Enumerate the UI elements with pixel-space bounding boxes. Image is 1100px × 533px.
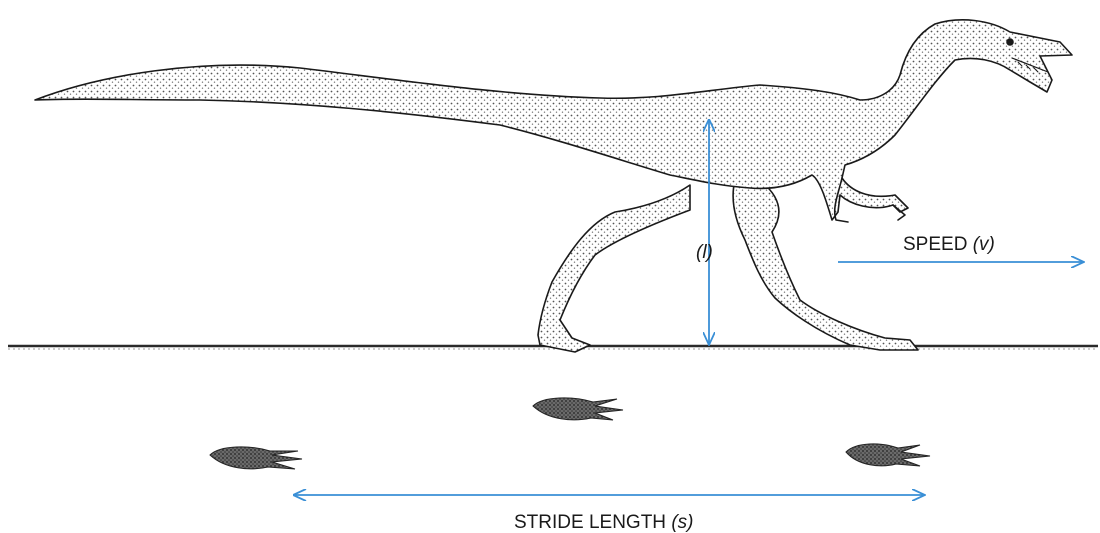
- leg-length-label: (l): [696, 242, 713, 263]
- speed-text: SPEED: [903, 234, 973, 255]
- rear-leg: [538, 185, 690, 352]
- stride-symbol: (s): [671, 512, 693, 533]
- speed-label: SPEED (v): [903, 234, 995, 255]
- theropod-dinosaur-icon: [35, 20, 1072, 352]
- speed-symbol: (v): [973, 234, 995, 255]
- footprint-icon: [846, 444, 930, 466]
- footprint-icon: [210, 447, 302, 469]
- stride-text: STRIDE LENGTH: [514, 512, 671, 533]
- stride-length-label: STRIDE LENGTH (s): [514, 512, 693, 533]
- footprint-icon: [533, 398, 623, 420]
- body-tail: [35, 20, 1072, 220]
